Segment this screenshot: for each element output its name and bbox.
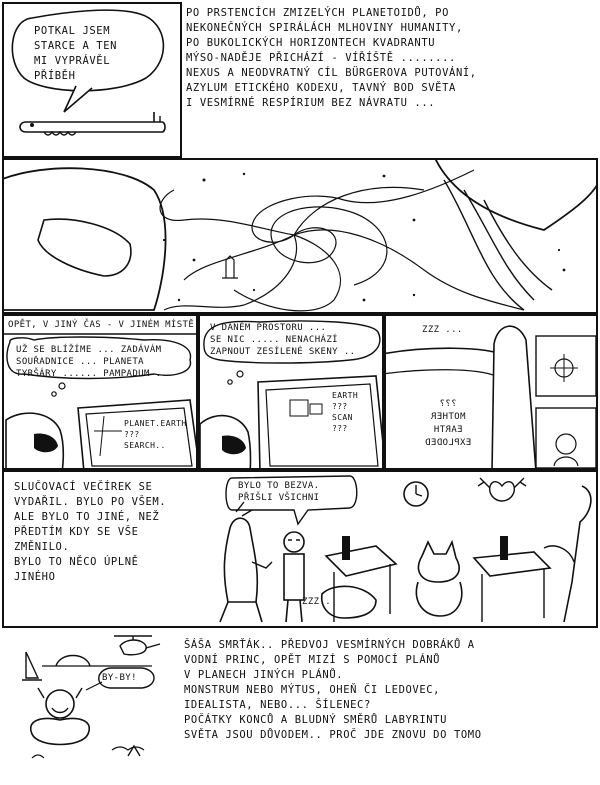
scan-drawing: [200, 320, 382, 468]
scan-thought: V daném prostoru ... se nic ..... nenach…: [210, 323, 356, 357]
vortex-drawing: [4, 160, 596, 312]
party-narration: Slučovací večírek se vydařil. Bylo po vš…: [14, 481, 167, 583]
exploded-screen-text: ??? mother earth exploded: [424, 399, 472, 448]
party-drawing: [219, 475, 592, 623]
panel-exploded: zzz ... ??? mother earth exploded: [384, 314, 598, 470]
storyteller-drawing: [11, 9, 166, 136]
party-sleep: zzz..: [302, 597, 332, 607]
search-caption: Opět, v jiný čas - v jiném místě: [8, 320, 195, 330]
farewell-drawing: [22, 635, 161, 759]
scan-screen-text: earth ??? scan ???: [332, 391, 359, 433]
storyteller-speech: Potkal jsem starce a ten mi vyprávěl pří…: [34, 25, 118, 82]
party-speech: Bylo to bezva. Přišli všichni: [238, 481, 320, 503]
panel-search: Opět, v jiný čas - v jiném místě Už se b…: [2, 314, 198, 470]
panel-scan: V daném prostoru ... se nic ..... nenach…: [198, 314, 384, 470]
panel-vortex: [2, 158, 598, 314]
search-thought: Už se blížíme ... zadávám souřadnice ...…: [16, 345, 168, 379]
panel-storyteller: Potkal jsem starce a ten mi vyprávěl pří…: [2, 2, 182, 158]
exploded-drawing: [386, 325, 596, 468]
farewell-speech: By-By!: [102, 673, 137, 683]
search-drawing: [4, 333, 196, 468]
search-screen-text: planet.earth ??? search..: [124, 419, 187, 450]
farewell-narration: Šáša smrťák.. předvoj vesmírných dobráků…: [184, 639, 482, 741]
intro-narration: Po prstencích zmizelých planetoidů, po n…: [186, 7, 477, 109]
panel-farewell: By-By! Šáša smrťák.. předvoj vesmírných …: [2, 628, 598, 783]
panel-party: Slučovací večírek se vydařil. Bylo po vš…: [2, 470, 598, 628]
exploded-sleep: zzz ...: [422, 325, 463, 335]
